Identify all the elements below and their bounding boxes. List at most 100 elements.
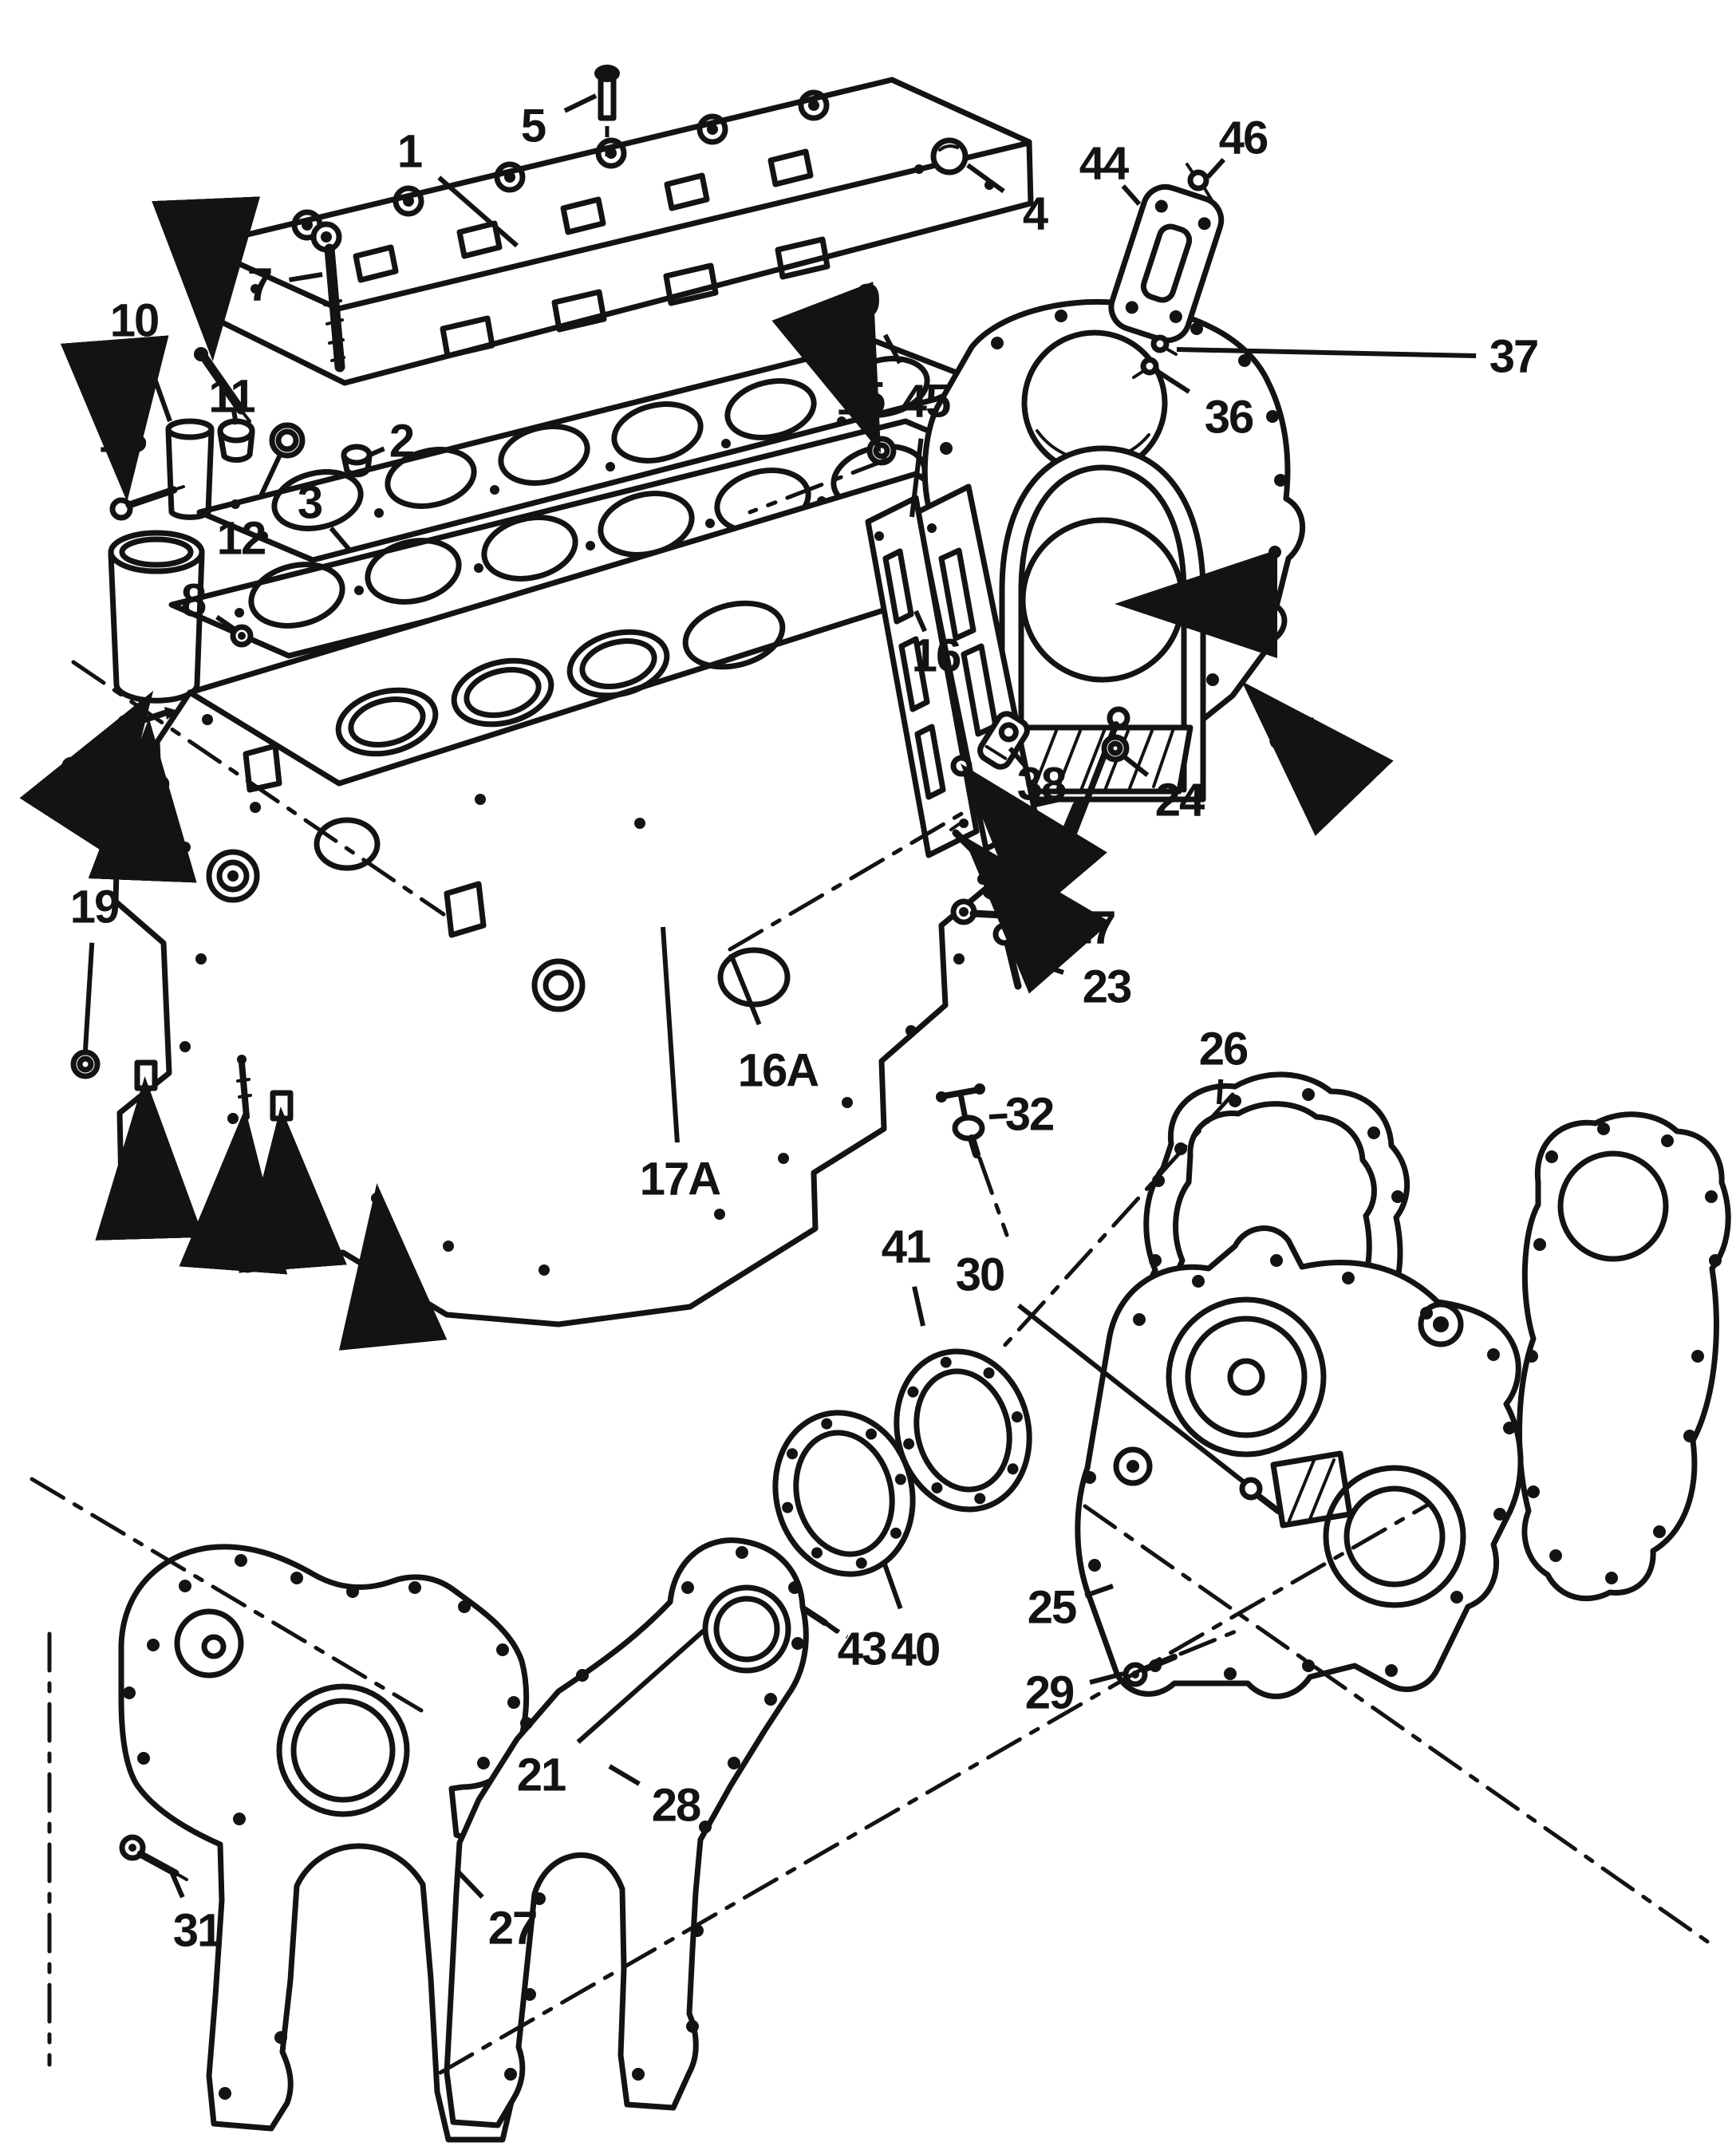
cup-plug-19 [70,1049,101,1079]
seal-retainer-34A [999,445,1206,803]
leader-line-12-8 [258,452,283,499]
callout-37-30: 37 [1489,331,1538,383]
callout-26-37: 26 [1199,1024,1248,1075]
leader-line-19-17 [83,942,95,1051]
callout-20-34: 20 [214,1183,262,1235]
leader-line-36-29 [1155,369,1191,394]
leader-line-39-22 [960,763,1107,923]
callout-18-35: 18 [266,1201,314,1253]
callout-25-41: 25 [1028,1582,1076,1634]
callout-14-36: 14 [361,1243,411,1295]
callout-39-22: 39 [995,807,1044,858]
callout-3-10: 3 [298,477,322,529]
callout-6-4: 6 [198,266,223,318]
leader-line-43-43 [817,1616,840,1634]
leader-line-7-3 [289,272,323,282]
callout-12-8: 12 [217,513,266,565]
leader-line-29-42 [1089,1671,1124,1685]
leader-line-6-4 [152,196,261,361]
leader-line-24-24 [1120,752,1150,778]
callout-29-42: 29 [1025,1667,1074,1719]
callout-38-21: 38 [1017,759,1066,811]
callout-15-12: 15 [836,373,885,425]
callout-10-5: 10 [110,295,159,347]
o-ring-12 [269,422,306,459]
dowel-18-right [270,1090,294,1122]
callout-16-18: 16 [912,630,961,682]
leader-line-25-41 [1084,1584,1114,1598]
callout-8-14: 8 [181,575,206,627]
cylinder-block-14 [112,471,1050,1328]
leader-line-46-32 [1205,157,1226,180]
leader-line-45-13 [909,438,924,518]
leader-line-2-9 [369,446,385,457]
leader-line-38-21 [1008,747,1026,767]
filler-tube-10 [165,418,215,520]
head-bolt-5 [594,65,620,156]
callout-9-11: 9 [855,275,880,327]
leader-line-32-38 [988,1113,1008,1119]
dowel-18-left [134,1059,158,1091]
callout-4-2: 4 [1023,188,1048,240]
leader-line-16-18 [913,610,927,633]
leader-line-14-36 [338,1183,448,1351]
leader-line-23-26 [1022,957,1064,975]
callout-31-48: 31 [173,1905,222,1957]
drain-cock-32 [936,1083,985,1158]
callout-46-32: 46 [1219,112,1268,164]
leader-line-35-23 [962,835,1111,994]
callout-16A-19: 16A [738,1045,819,1097]
callout-22-16: 22 [122,767,171,819]
key-46 [1186,163,1216,206]
callout-24-24: 24 [1155,775,1205,826]
phantom-lines [30,457,1719,2075]
plug-2 [341,444,373,478]
callout-43-43: 43 [838,1623,886,1675]
leader-line-13-7 [60,335,169,502]
callout-41-39: 41 [882,1221,930,1273]
callout-18-33: 18 [124,1147,172,1199]
leader-line-17A-20 [661,926,680,1143]
head-bolt-7 [310,221,345,373]
leader-line-18-35 [239,1107,347,1273]
cap-plug-4 [930,137,969,176]
leader-line-3-10 [329,526,351,550]
leader-line-31-48 [168,1868,185,1899]
seal-ring-41 [894,1348,1032,1513]
leader-line-8-14 [215,614,238,633]
leader-line-5-1 [563,93,598,113]
bolt-36 [1132,357,1159,379]
plug-15 [866,436,897,466]
bolt-31 [119,1834,188,1881]
callout-11-6: 11 [208,371,254,423]
clip-38 [977,711,1030,770]
callout-27-47: 27 [488,1903,537,1955]
callout-7-3: 7 [247,259,271,311]
leader-line-34-28 [1241,681,1394,836]
cylinder-head [198,77,1034,386]
bolt-37 [1150,334,1178,356]
leader-line-30-40 [1017,1303,1248,1486]
callout-13-7: 13 [98,411,147,463]
callout-17-25: 17 [1067,902,1115,954]
leader-line-17-25 [976,910,1051,925]
front-cover-gasket-outer [1517,1111,1731,1602]
front-plate-gasket-28 [444,1537,809,2128]
leader-line-28-46 [608,1764,641,1786]
cover-plate-44 [1108,183,1225,344]
leader-line-16A-19 [728,953,762,1026]
callout-5-1: 5 [521,101,546,152]
callout-35-23: 35 [981,858,1030,910]
callout-40-44: 40 [891,1624,940,1676]
leader-line-15-12 [771,282,882,453]
leader-line-18-33 [95,1076,204,1241]
bushing-24 [1101,734,1130,763]
leader-line-4-2 [966,163,1005,194]
leader-line-11-6 [231,411,239,425]
callout-30-40: 30 [956,1249,1004,1301]
callout-44-31: 44 [1079,138,1129,190]
leader-line-27-47 [456,1869,484,1900]
